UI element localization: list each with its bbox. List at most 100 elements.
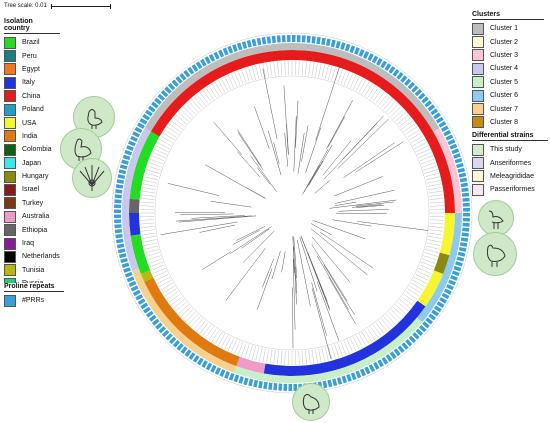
ring-segment — [142, 113, 151, 121]
leaf-tick — [318, 348, 322, 363]
cluster-legend-item: Cluster 5 — [472, 76, 544, 89]
branch — [236, 226, 266, 241]
cluster-swatch — [472, 36, 484, 49]
branch — [210, 201, 252, 208]
ring-segment — [139, 118, 148, 125]
leaf-tick — [217, 80, 226, 93]
branch — [299, 237, 308, 260]
leaf-tick — [301, 61, 304, 76]
leaf-tick — [305, 61, 307, 76]
ring-segment — [114, 199, 122, 204]
ring-segment — [355, 370, 362, 379]
leaf-tick — [141, 190, 156, 194]
cluster-swatch — [472, 116, 484, 129]
ring-segment — [124, 149, 133, 156]
leaf-tick — [149, 261, 164, 268]
branch — [322, 140, 352, 176]
ring-segment — [341, 375, 348, 384]
ring-segment — [154, 97, 162, 105]
ring-segment — [401, 342, 409, 350]
branch — [323, 264, 355, 316]
ring-segment — [197, 357, 204, 366]
leaf-tick — [160, 282, 174, 291]
cluster-label: Cluster 1 — [490, 25, 519, 33]
ring-segment — [122, 128, 151, 272]
leaf-tick — [251, 346, 256, 360]
branch — [295, 100, 299, 148]
leaf-tick — [418, 267, 432, 274]
branch — [167, 183, 220, 196]
leaf-tick — [414, 276, 427, 284]
ring-segment — [148, 314, 157, 322]
leaf-tick — [157, 142, 170, 150]
differential-strains-title: Differential strains — [472, 132, 548, 141]
ring-segment — [147, 105, 156, 113]
ring-segment — [126, 276, 135, 283]
ring-segment — [292, 35, 296, 43]
leaf-tick — [221, 78, 229, 91]
leaf-tick — [151, 155, 165, 162]
ring-segment — [253, 379, 259, 388]
ring-segment — [191, 64, 199, 72]
leaf-tick — [425, 249, 439, 254]
ring-segment — [256, 37, 262, 46]
ring-segment — [335, 40, 341, 49]
cluster-label: Cluster 5 — [490, 78, 519, 86]
country-label: Peru — [22, 52, 37, 60]
leaf-tick — [419, 264, 433, 271]
leaf-tick — [141, 232, 156, 236]
branch — [352, 204, 382, 208]
ring-segment — [158, 326, 167, 334]
ring-segment — [167, 82, 176, 91]
ring-segment — [440, 125, 449, 132]
leaf-tick — [428, 229, 443, 232]
ring-segment — [129, 131, 160, 200]
leaf-tick — [141, 229, 156, 232]
ring-segment — [116, 238, 124, 244]
cluster-legend-item: Cluster 8 — [472, 116, 544, 129]
ring-segment — [421, 96, 429, 104]
country-legend-item: India — [4, 130, 60, 143]
leaf-tick — [383, 99, 393, 110]
leaf-tick — [420, 158, 435, 165]
leaf-tick — [370, 87, 379, 100]
ring-segment — [120, 257, 128, 264]
branch — [292, 236, 295, 273]
leaf-tick — [227, 75, 234, 88]
branch — [292, 259, 296, 330]
ring-segment — [165, 333, 173, 341]
leaf-tick — [185, 104, 196, 115]
leaf-tick — [372, 324, 382, 337]
ring-segment — [350, 372, 357, 381]
proline-swatch — [4, 294, 16, 307]
ring-segment — [449, 143, 458, 150]
tree-scale-bar — [50, 3, 111, 9]
leaf-tick — [355, 78, 363, 91]
ring-segment — [359, 368, 366, 377]
ring-segment — [424, 100, 433, 108]
branch — [306, 144, 333, 188]
cluster-swatch — [472, 49, 484, 62]
ring-segment — [349, 45, 356, 54]
leaf-tick — [231, 339, 238, 353]
ring-segment — [416, 213, 462, 323]
leaf-tick — [140, 219, 155, 221]
country-label: USA — [22, 119, 37, 127]
leaf-tick — [401, 296, 413, 306]
leaf-tick — [152, 267, 166, 274]
ring-segment — [236, 42, 243, 51]
ring-segment — [327, 379, 333, 388]
leaf-tick — [358, 80, 367, 93]
leaf-tick — [166, 291, 179, 300]
ring-segment — [135, 294, 144, 301]
ring-segment — [176, 343, 184, 351]
ring-segment — [325, 38, 331, 47]
leaf-tick — [244, 68, 250, 82]
leaf-tick — [420, 261, 435, 268]
country-legend-item: Hungary — [4, 170, 60, 183]
cluster-swatch — [472, 22, 484, 35]
country-legend-item: Egypt — [4, 63, 60, 76]
country-legend-item: Netherlands — [4, 250, 60, 263]
ring-segment — [453, 265, 462, 272]
ring-segment — [385, 354, 393, 362]
